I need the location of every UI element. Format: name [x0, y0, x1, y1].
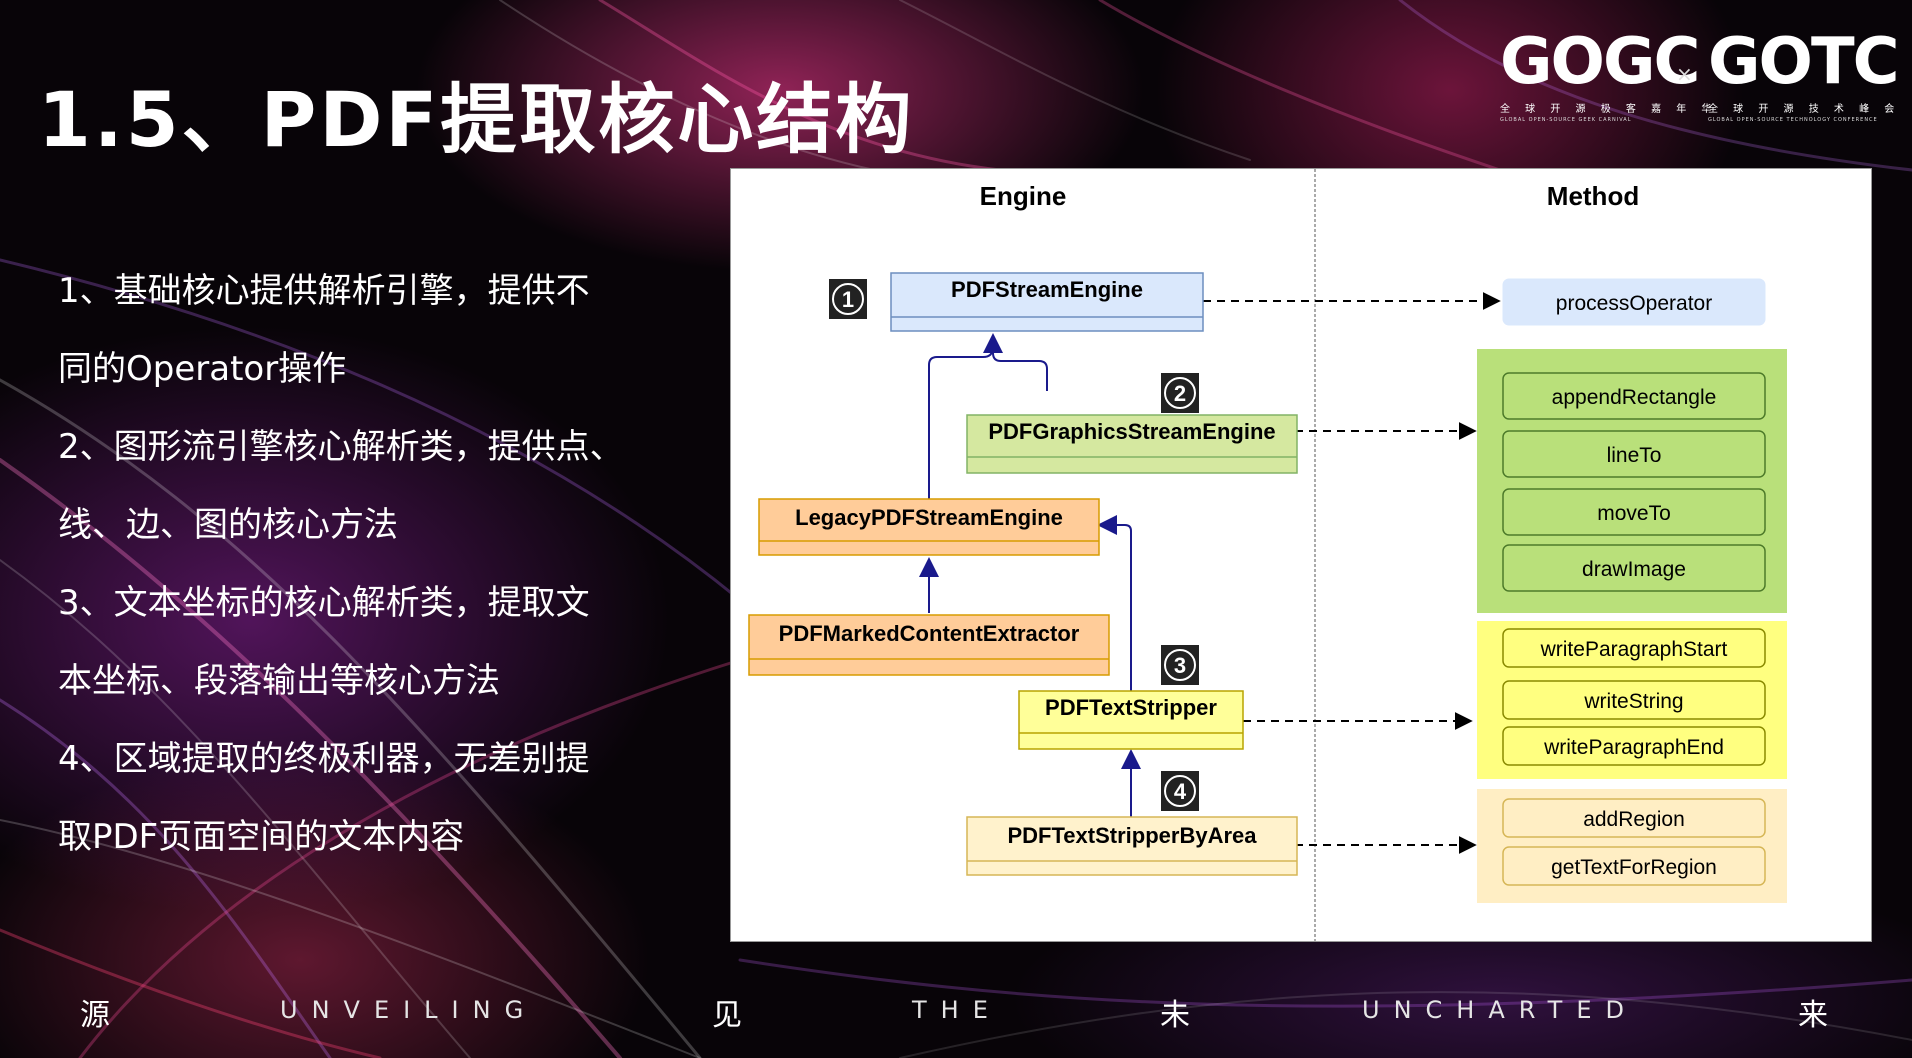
marker-3: 3 — [1161, 645, 1199, 685]
footer-word: UNCHARTED — [1362, 996, 1638, 1024]
gogc-logo-text: GOGC — [1500, 25, 1700, 99]
footer-word: 源 — [80, 998, 110, 1033]
method-name: addRegion — [1583, 808, 1685, 831]
gotc-logo-english: GLOBAL OPEN-SOURCE TECHNOLOGY CONFERENCE — [1708, 117, 1878, 123]
method-name: processOperator — [1556, 292, 1712, 315]
inheritance-arrow — [1097, 515, 1132, 691]
class-diagram-svg: Engine Method PDFStreamEngine PDFGraphic — [748, 169, 1787, 941]
method-name: getTextForRegion — [1551, 856, 1717, 879]
method-appendrectangle: appendRectangle — [1502, 372, 1766, 420]
method-writestring: writeString — [1502, 680, 1766, 720]
method-group-text: writeParagraphStart writeString writePar… — [1477, 621, 1787, 779]
logo-separator: × — [1676, 62, 1693, 86]
method-drawimage: drawImage — [1502, 544, 1766, 592]
method-name: lineTo — [1607, 444, 1662, 467]
gogc-logo-subtitle: 全 球 开 源 极 客 嘉 年 华 — [1500, 104, 1718, 115]
bullet-line: 3、文本坐标的核心解析类，提取文 — [58, 583, 590, 623]
method-lineto: lineTo — [1502, 430, 1766, 478]
method-processoperator: processOperator — [1502, 278, 1766, 326]
class-pdftextstripperbyarea: PDFTextStripperByArea — [966, 816, 1298, 876]
bullet-line: 同的Operator操作 — [58, 349, 347, 389]
gotc-logo-text: GOTC — [1708, 25, 1900, 99]
method-group-graphics: appendRectangle lineTo moveTo drawImage — [1477, 349, 1787, 613]
footer-word: 见 — [712, 998, 742, 1033]
class-name: PDFStreamEngine — [951, 277, 1143, 302]
class-pdfgraphicsstreamengine: PDFGraphicsStreamEngine — [966, 414, 1298, 474]
method-name: appendRectangle — [1552, 386, 1717, 409]
method-column-header: Method — [1547, 181, 1639, 211]
bullet-line: 本坐标、段落输出等核心方法 — [58, 661, 500, 701]
bullet-line: 1、基础核心提供解析引擎，提供不 — [58, 271, 590, 311]
bullet-points: 1、基础核心提供解析引擎，提供不 同的Operator操作 2、图形流引擎核心解… — [58, 252, 658, 876]
bullet-line: 4、区域提取的终极利器，无差别提 — [58, 739, 590, 779]
gogc-logo: GOGC 全 球 开 源 极 客 嘉 年 华 GLOBAL OPEN-SOURC… — [1500, 25, 1718, 123]
method-name: drawImage — [1582, 558, 1686, 581]
marker-4: 4 — [1161, 771, 1199, 811]
footer-word: THE — [912, 996, 1002, 1024]
method-gettextforregion: getTextForRegion — [1502, 846, 1766, 886]
marker-2: 2 — [1161, 373, 1199, 413]
method-name: writeParagraphEnd — [1543, 736, 1724, 759]
class-name: PDFMarkedContentExtractor — [779, 621, 1080, 646]
bullet-line: 2、图形流引擎核心解析类，提供点、 — [58, 427, 624, 467]
inheritance-arrow — [983, 333, 1048, 391]
method-name: moveTo — [1597, 502, 1671, 525]
marker-number: 1 — [842, 287, 854, 312]
class-pdfmarkedcontentextractor: PDFMarkedContentExtractor — [748, 614, 1110, 676]
marker-1: 1 — [829, 279, 867, 319]
class-name: LegacyPDFStreamEngine — [795, 505, 1063, 530]
marker-number: 4 — [1174, 779, 1187, 804]
method-addregion: addRegion — [1502, 798, 1766, 838]
class-name: PDFTextStripperByArea — [1008, 823, 1258, 848]
footer-word: 来 — [1798, 998, 1828, 1033]
method-name: writeString — [1583, 690, 1683, 713]
method-writeparagraphstart: writeParagraphStart — [1502, 628, 1766, 668]
method-name: writeParagraphStart — [1540, 638, 1728, 661]
class-pdfstreamengine: PDFStreamEngine — [890, 272, 1204, 332]
inheritance-arrow — [928, 346, 994, 499]
class-name: PDFTextStripper — [1045, 695, 1217, 720]
footer-word: UNVEILING — [280, 996, 538, 1024]
class-pdftextstripper: PDFTextStripper — [1018, 690, 1244, 750]
bullet-line: 线、边、图的核心方法 — [58, 505, 398, 545]
gotc-logo: GOTC 全 球 开 源 技 术 峰 会 GLOBAL OPEN-SOURCE … — [1708, 25, 1901, 123]
method-group-region: addRegion getTextForRegion — [1477, 789, 1787, 903]
class-diagram: Engine Method PDFStreamEngine PDFGraphic — [730, 168, 1872, 942]
slide-title: 1.5、PDF提取核心结构 — [38, 75, 915, 164]
gogc-logo-english: GLOBAL OPEN-SOURCE GEEK CARNIVAL — [1500, 117, 1632, 123]
marker-number: 3 — [1174, 653, 1186, 678]
gotc-logo-subtitle: 全 球 开 源 技 术 峰 会 — [1708, 104, 1901, 115]
footer-word: 未 — [1160, 998, 1190, 1033]
method-writeparagraphend: writeParagraphEnd — [1502, 726, 1766, 766]
bullet-line: 取PDF页面空间的文本内容 — [58, 817, 465, 857]
method-moveto: moveTo — [1502, 488, 1766, 536]
class-legacypdfstreamengine: LegacyPDFStreamEngine — [758, 498, 1100, 556]
marker-number: 2 — [1174, 381, 1186, 406]
class-name: PDFGraphicsStreamEngine — [988, 419, 1275, 444]
engine-column-header: Engine — [980, 181, 1067, 211]
